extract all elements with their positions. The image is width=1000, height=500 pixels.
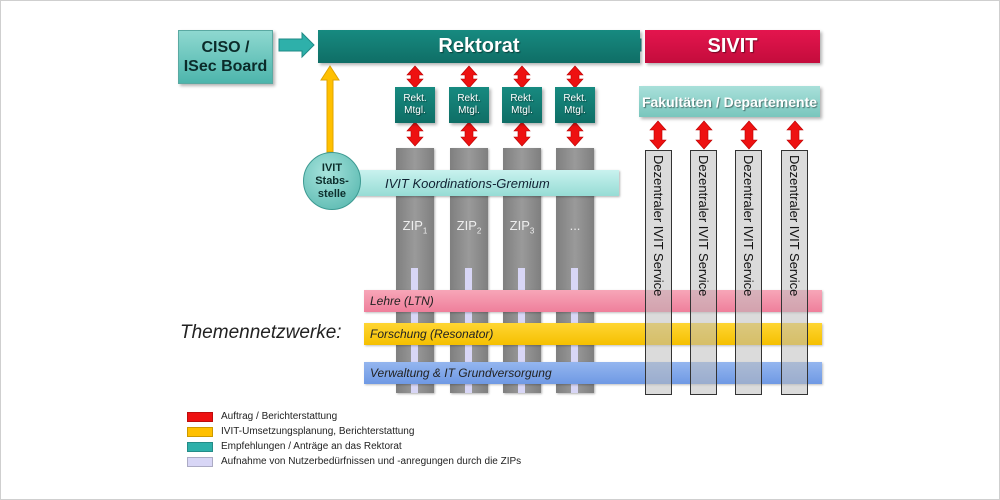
gremium-label: IVIT Koordinations-Gremium [385, 175, 550, 191]
red-double-arrow [695, 120, 713, 150]
rekt-label: Rekt. [457, 93, 481, 104]
legend-item: IVIT-Umsetzungsplanung, Berichterstattun… [187, 425, 414, 438]
fakultaeten-box: Fakultäten / Departemente [639, 86, 820, 117]
rekt-mtgl-box: Rekt.Mtgl. [555, 87, 595, 123]
dezentraler-service-column: Dezentraler IVIT Service [781, 150, 808, 395]
zip-label: ZIP3 [509, 218, 535, 236]
red-double-arrow [786, 120, 804, 150]
red-double-arrow [460, 65, 478, 89]
red-double-arrow [513, 121, 531, 147]
dezentraler-service-column: Dezentraler IVIT Service [690, 150, 717, 395]
fakultaeten-label: Fakultäten / Departemente [641, 93, 818, 110]
rektorat-label: Rektorat [438, 35, 520, 57]
dezentraler-service-column: Dezentraler IVIT Service [645, 150, 672, 395]
rektorat-box: Rektorat [318, 30, 640, 63]
zip-label: ... [569, 218, 581, 233]
rekt-label: Rekt. [563, 93, 587, 104]
rekt-label: Rekt. [403, 93, 427, 104]
mtgl-label: Mtgl. [564, 105, 586, 116]
stabsstelle-to-rektorat-arrow [320, 65, 340, 153]
red-double-arrow [406, 65, 424, 89]
red-double-arrow [460, 121, 478, 147]
ciso-isec-board-box: CISO / ISec Board [178, 30, 273, 84]
mtgl-label: Mtgl. [404, 105, 426, 116]
zip-label: ZIP2 [456, 218, 482, 236]
red-double-arrow [740, 120, 758, 150]
red-double-arrow [649, 120, 667, 150]
legend-swatch-lavender [187, 456, 213, 467]
dezentraler-service-column: Dezentraler IVIT Service [735, 150, 762, 395]
themennetzwerke-label: Themennetzwerke: [180, 322, 342, 343]
legend-swatch-yellow [187, 426, 213, 437]
sivit-label: SIVIT [707, 35, 758, 57]
legend-item: Auftrag / Berichterstattung [187, 410, 337, 423]
rekt-mtgl-box: Rekt.Mtgl. [502, 87, 542, 123]
red-double-arrow [406, 121, 424, 147]
red-double-arrow [566, 65, 584, 89]
red-double-arrow [566, 121, 584, 147]
ciso-to-rektorat-arrow [278, 31, 315, 59]
mtgl-label: Mtgl. [511, 105, 533, 116]
rekt-mtgl-box: Rekt.Mtgl. [395, 87, 435, 123]
legend-swatch-red [187, 411, 213, 422]
mtgl-label: Mtgl. [458, 105, 480, 116]
ciso-line: CISO / [201, 39, 250, 56]
legend-swatch-teal [187, 441, 213, 452]
isec-board-line: ISec Board [183, 58, 268, 75]
koordinations-gremium-bar: IVIT Koordinations-Gremium [335, 170, 619, 196]
zip-label: ZIP1 [402, 218, 428, 236]
sivit-box: SIVIT [645, 30, 820, 63]
rekt-mtgl-box: Rekt.Mtgl. [449, 87, 489, 123]
red-double-arrow [513, 65, 531, 89]
rekt-label: Rekt. [510, 93, 534, 104]
legend-item: Aufnahme von Nutzerbedürfnissen und -anr… [187, 455, 521, 468]
legend-item: Empfehlungen / Anträge an das Rektorat [187, 440, 402, 453]
